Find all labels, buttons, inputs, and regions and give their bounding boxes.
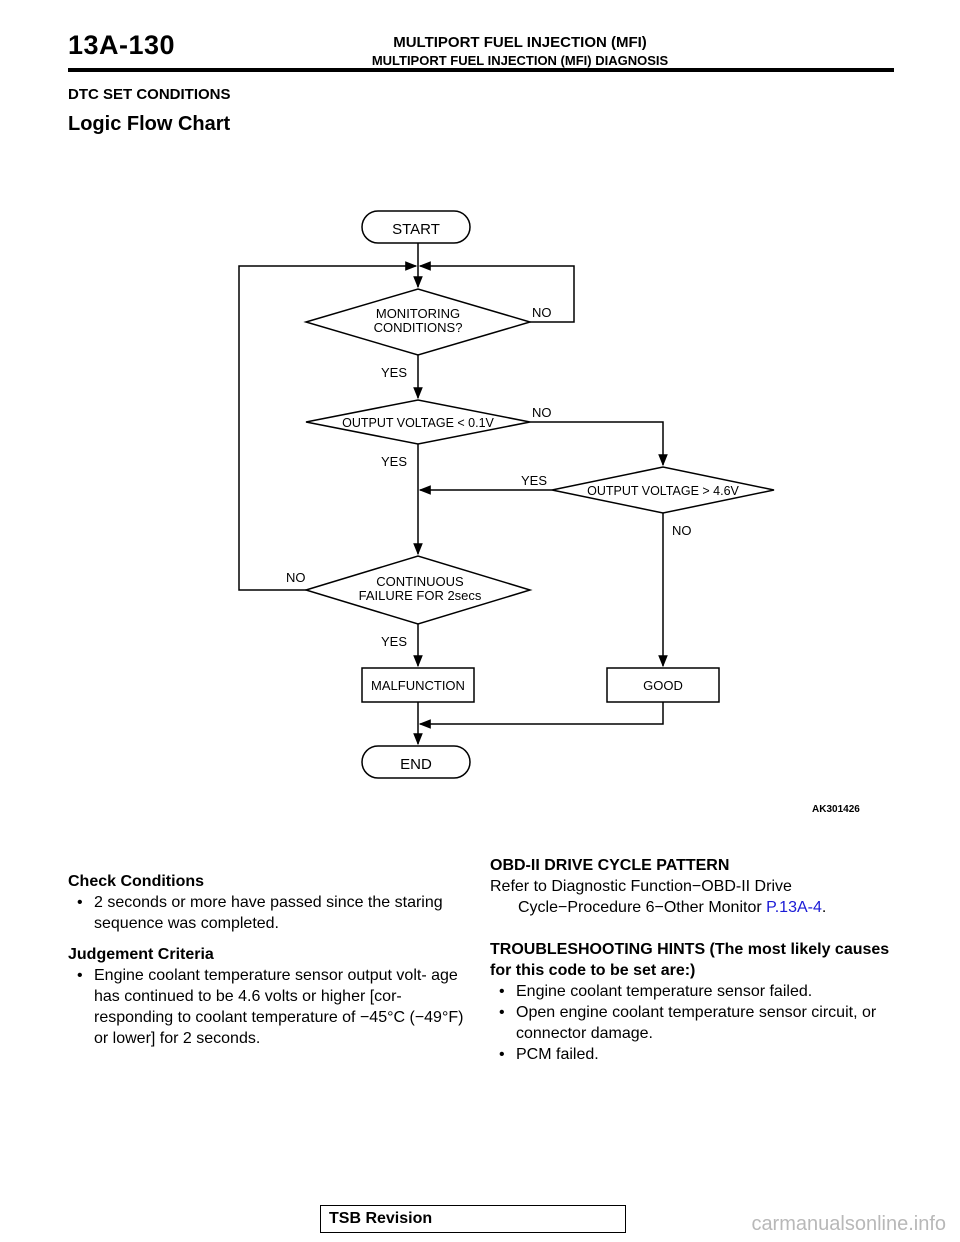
continuous-label-1: CONTINUOUS (376, 574, 464, 589)
obd-text-line2-body: Cycle−Procedure 6−Other Monitor (518, 899, 767, 916)
yes-label-output-high: YES (521, 473, 547, 488)
chapter-subtitle: MULTIPORT FUEL INJECTION (MFI) DIAGNOSIS (371, 53, 669, 68)
troubleshooting-list: Engine coolant temperature sensor failed… (490, 981, 900, 1065)
obd-text-period: . (821, 899, 827, 916)
no-label-output-low: NO (532, 405, 552, 420)
list-item: 2 seconds or more have passed since the … (68, 892, 470, 934)
malfunction-label: MALFUNCTION (371, 678, 465, 693)
list-item: Open engine coolant temperature sensor c… (490, 1002, 900, 1044)
page-link[interactable]: P.13A-4 (766, 899, 822, 916)
output-low-label: OUTPUT VOLTAGE < 0.1V (342, 416, 494, 430)
end-label: END (400, 756, 432, 773)
subsection-heading: Logic Flow Chart (68, 113, 231, 135)
start-terminal (361, 210, 471, 244)
header-rule (68, 68, 894, 72)
judgement-criteria-list: Engine coolant temperature sensor output… (68, 965, 470, 1049)
watermark: carmanualsonline.info (751, 1213, 946, 1235)
monitoring-label-2: CONDITIONS? (374, 320, 463, 335)
judgement-criteria-heading: Judgement Criteria (68, 946, 214, 963)
obd-text-line1: Refer to Diagnostic Function−OBD-II Driv… (490, 878, 792, 895)
yes-label-continuous: YES (381, 634, 407, 649)
start-label: START (392, 221, 440, 238)
yes-label-monitoring: YES (381, 365, 407, 380)
section-heading: DTC SET CONDITIONS (68, 86, 231, 103)
logic-flow-chart: START MONITORING CONDITIONS? OUTPUT VOLT… (238, 210, 860, 815)
right-column: OBD-II DRIVE CYCLE PATTERN Refer to Diag… (490, 855, 900, 1065)
check-conditions-heading: Check Conditions (68, 873, 205, 890)
yes-label-output-low: YES (381, 454, 407, 469)
no-label-output-high: NO (672, 523, 692, 538)
left-column: Check Conditions 2 seconds or more have … (68, 871, 470, 1049)
end-terminal (361, 745, 471, 779)
no-label-continuous: NO (286, 570, 306, 585)
obd-text-line2: Cycle−Procedure 6−Other Monitor P.13A-4. (490, 897, 900, 918)
monitoring-label-1: MONITORING (376, 306, 460, 321)
tsb-revision-label: TSB Revision (329, 1210, 433, 1227)
continuous-decision (303, 555, 533, 625)
list-item: Engine coolant temperature sensor failed… (490, 981, 900, 1002)
good-label: GOOD (643, 678, 683, 693)
check-conditions-list: 2 seconds or more have passed since the … (68, 892, 470, 934)
troubleshooting-heading: TROUBLESHOOTING HINTS (The most likely c… (490, 941, 890, 979)
figure-id: AK301426 (812, 804, 860, 815)
tsb-revision-box: TSB Revision (320, 1205, 626, 1233)
obd-heading: OBD-II DRIVE CYCLE PATTERN (490, 857, 730, 874)
page-number: 13A-130 (68, 30, 176, 60)
output-high-label: OUTPUT VOLTAGE > 4.6V (587, 484, 739, 498)
no-label-monitoring: NO (532, 305, 552, 320)
output-high-decision (551, 466, 775, 514)
list-item: PCM failed. (490, 1044, 900, 1065)
chapter-title: MULTIPORT FUEL INJECTION (MFI) (393, 34, 647, 51)
continuous-label-2: FAILURE FOR 2secs (359, 588, 482, 603)
list-item: Engine coolant temperature sensor output… (68, 965, 470, 1049)
